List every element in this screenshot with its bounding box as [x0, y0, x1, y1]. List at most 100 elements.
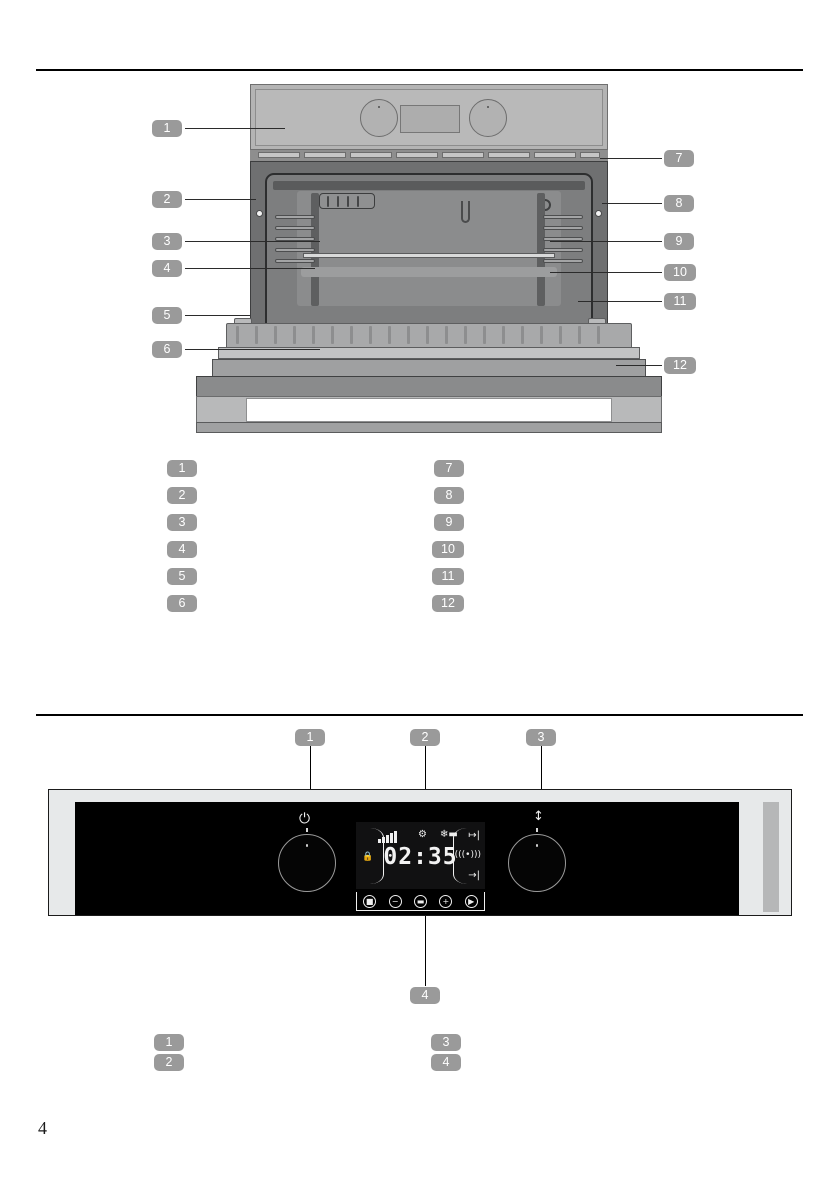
- legend-badge-10: 10: [432, 541, 464, 558]
- top-heating-element: [273, 181, 585, 190]
- leader-line-2: [185, 199, 256, 200]
- panel-legend-badge-1: 1: [154, 1034, 184, 1051]
- ventilation-slots: [250, 150, 608, 161]
- top-divider: [36, 69, 803, 71]
- door-bottom-edge: [196, 422, 662, 433]
- lcd-right-arc: [453, 828, 467, 884]
- legend-badge-2: 2: [167, 487, 197, 504]
- legend-badge-1: 1: [167, 460, 197, 477]
- leader-line-9: [550, 241, 662, 242]
- legend-badge-12: 12: [432, 595, 464, 612]
- child-lock-icon: 🔒: [362, 852, 374, 862]
- oven-illustration: [188, 84, 662, 433]
- panel-callout-badge-2: 2: [410, 729, 440, 746]
- panel-button-row: ■ − ▬ + ▶: [356, 892, 485, 911]
- callout-badge-9: 9: [664, 233, 694, 250]
- legend-badge-7: 7: [434, 460, 464, 477]
- panel-legend-badge-2: 2: [154, 1054, 184, 1071]
- appliance-right-knob: [469, 99, 507, 137]
- page-number: 4: [38, 1118, 47, 1138]
- door-seal-tines: [236, 326, 606, 346]
- microwave-icon: (((•))): [454, 850, 481, 860]
- lcd-left-arc: [370, 828, 384, 884]
- door-window: [246, 398, 612, 422]
- temperature-knob[interactable]: [508, 834, 566, 892]
- right-support-pillar: [537, 193, 545, 306]
- grill-element: [319, 193, 375, 209]
- callout-badge-8: 8: [664, 195, 694, 212]
- function-selector-knob[interactable]: [278, 834, 336, 892]
- callout-badge-10: 10: [664, 264, 696, 281]
- panel-callout-badge-1: 1: [295, 729, 325, 746]
- panel-leader-line-2: [425, 746, 426, 822]
- appliance-display: [400, 105, 460, 133]
- left-support-pillar: [311, 193, 319, 306]
- leader-line-11: [578, 301, 662, 302]
- door-glass-layer: [212, 359, 646, 377]
- legend-badge-11: 11: [432, 568, 464, 585]
- panel-callout-badge-4: 4: [410, 987, 440, 1004]
- minus-button[interactable]: −: [388, 894, 402, 908]
- right-knob-marker: [536, 828, 538, 832]
- leader-line-4: [185, 268, 315, 269]
- clock-value: 02:35: [383, 844, 458, 870]
- appliance-left-knob: [360, 99, 398, 137]
- shelf-rails-right: [543, 215, 583, 269]
- callout-badge-11: 11: [664, 293, 696, 310]
- callout-badge-1: 1: [152, 120, 182, 137]
- callout-badge-3: 3: [152, 233, 182, 250]
- end-time-icon: →|: [468, 870, 480, 881]
- callout-badge-7: 7: [664, 150, 694, 167]
- appliance-control-panel: [250, 84, 608, 150]
- panel-leader-line-4: [425, 916, 426, 986]
- leader-line-10: [550, 272, 662, 273]
- legend-badge-9: 9: [434, 514, 464, 531]
- legend-badge-5: 5: [167, 568, 197, 585]
- leader-line-1: [185, 128, 285, 129]
- door-front-edge: [196, 376, 662, 398]
- start-button[interactable]: ▶: [464, 894, 478, 908]
- panel-right-trim: [763, 802, 779, 912]
- legend-badge-6: 6: [167, 595, 197, 612]
- panel-legend-badge-4: 4: [431, 1054, 461, 1071]
- lcd-display: ⚙ ❄▬ 🔒 ↦| (((•))) →| 02:35: [356, 822, 485, 889]
- legend-badge-3: 3: [167, 514, 197, 531]
- leader-line-6: [185, 349, 320, 350]
- middle-divider: [36, 714, 803, 716]
- callout-badge-12: 12: [664, 357, 696, 374]
- leader-line-5: [185, 315, 250, 316]
- callout-badge-6: 6: [152, 341, 182, 358]
- panel-legend-badge-3: 3: [431, 1034, 461, 1051]
- oven-body: [250, 161, 608, 349]
- control-panel-illustration: ⏻ ↕ ⚙ ❄▬ 🔒 ↦| (((•))) →| 02:35 ■ − ▬ + ▶: [48, 789, 792, 916]
- screw-left-icon: [256, 210, 263, 217]
- legend-badge-8: 8: [434, 487, 464, 504]
- leader-line-12: [616, 365, 662, 366]
- panel-callout-badge-3: 3: [526, 729, 556, 746]
- fan-icon: ⚙: [418, 829, 427, 840]
- screw-right-icon: [595, 210, 602, 217]
- leader-line-7: [600, 158, 662, 159]
- oven-cavity: [265, 173, 593, 342]
- plus-button[interactable]: +: [439, 894, 453, 908]
- callout-badge-4: 4: [152, 260, 182, 277]
- select-button[interactable]: ▬: [413, 894, 427, 908]
- left-knob-marker: [306, 828, 308, 832]
- wire-shelf: [303, 253, 555, 258]
- legend-badge-4: 4: [167, 541, 197, 558]
- temperature-icon: ↕: [533, 809, 544, 824]
- leader-line-3: [185, 241, 320, 242]
- cavity-floor: [301, 267, 557, 277]
- power-icon: ⏻: [299, 811, 311, 827]
- leader-line-8: [602, 203, 662, 204]
- callout-badge-2: 2: [152, 191, 182, 208]
- stop-button[interactable]: ■: [363, 894, 377, 908]
- cavity-interior: [297, 191, 561, 306]
- power-level-bars-icon: [378, 831, 400, 843]
- callout-badge-5: 5: [152, 307, 182, 324]
- quick-start-icon: ↦|: [468, 830, 480, 841]
- door-inner-lip: [218, 347, 640, 359]
- shelf-rails-left: [275, 215, 315, 269]
- food-probe-socket: [461, 201, 471, 223]
